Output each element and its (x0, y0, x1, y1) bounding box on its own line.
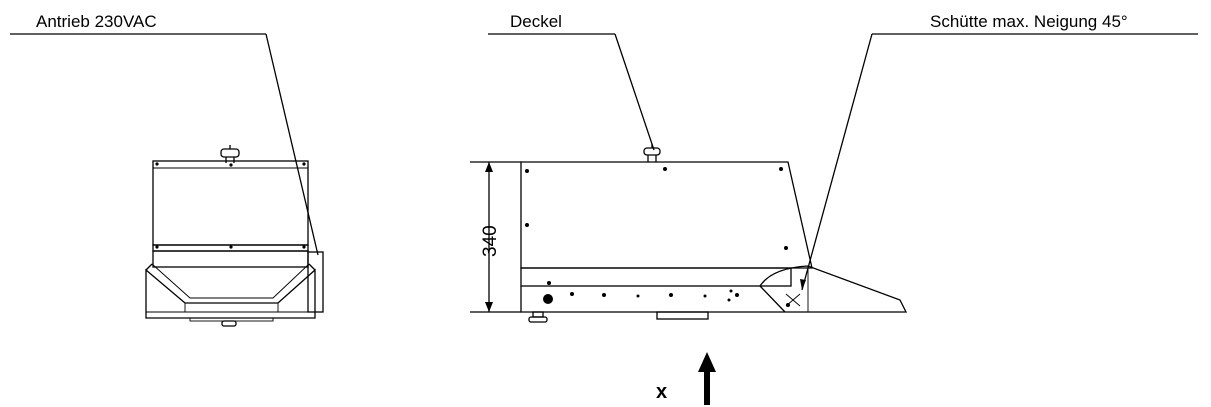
front-housing-upper (152, 160, 309, 246)
label-lid: Deckel (488, 12, 655, 151)
height-dimension: 340 (470, 161, 521, 313)
front-chute (145, 263, 316, 327)
label-chute-text: Schütte max. Neigung 45° (930, 12, 1128, 31)
label-lid-text: Deckel (510, 12, 562, 31)
view-arrow: x (656, 352, 716, 405)
front-view (145, 145, 324, 327)
side-chute (759, 265, 908, 313)
side-housing (520, 161, 813, 269)
front-lid-knob (220, 145, 240, 163)
height-dimension-text: 340 (480, 225, 501, 257)
label-drive-text: Antrieb 230VAC (36, 12, 157, 31)
view-marker-text: x (656, 381, 667, 403)
side-view (520, 144, 908, 323)
side-lid-knob (643, 144, 661, 162)
view-arrow-icon (698, 352, 716, 405)
label-chute: Schütte max. Neigung 45° (800, 12, 1198, 291)
label-drive: Antrieb 230VAC (10, 12, 319, 256)
